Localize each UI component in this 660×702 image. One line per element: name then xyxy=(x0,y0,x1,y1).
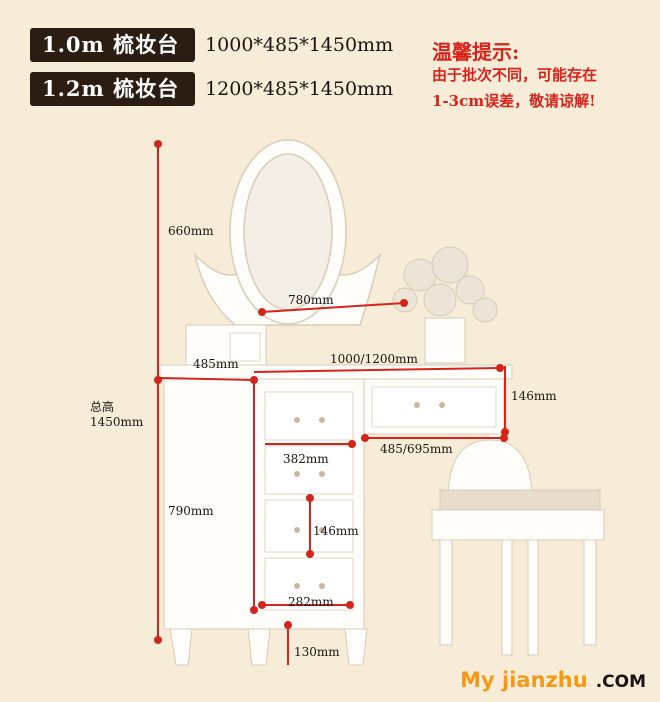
body-height-label: 790mm xyxy=(168,504,214,518)
spec-row-1: 1.0m 梳妆台 1000*485*1450mm xyxy=(30,28,393,62)
leg-height-label: 130mm xyxy=(294,645,340,659)
spec-dims-1: 1000*485*1450mm xyxy=(205,34,394,56)
oval-mirror xyxy=(193,139,382,326)
tip-title: 温馨提示: xyxy=(432,40,520,64)
top-width-label: 1000/1200mm xyxy=(330,352,418,366)
drawer-inner-width-label: 282mm xyxy=(288,595,334,609)
watermark-suffix: .COM xyxy=(595,672,646,692)
knee-depth-label: 485/695mm xyxy=(380,442,453,456)
site-watermark: My jianzhu .COM xyxy=(460,668,646,692)
total-height-caption: 总高 xyxy=(90,400,115,414)
drawer-knobs xyxy=(294,402,445,589)
spec-badge-1: 1.0m 梳妆台 xyxy=(30,28,196,62)
top-drawer-face xyxy=(371,386,497,428)
spec-dims-2: 1200*485*1450mm xyxy=(205,78,394,100)
tip-line-1: 由于批次不同，可能存在 xyxy=(432,66,598,84)
tip-line-2: 1-3cm误差，敬请谅解! xyxy=(432,92,596,110)
stool xyxy=(431,439,605,656)
spec-row-2: 1.2m 梳妆台 1200*485*1450mm xyxy=(30,72,393,106)
drawer-height-label: 146mm xyxy=(313,524,359,538)
watermark-main: My jianzhu xyxy=(460,668,588,692)
side-box-drawer xyxy=(229,332,261,362)
mirror-height-label: 660mm xyxy=(168,224,214,238)
total-height-label: 1450mm xyxy=(90,415,144,429)
side-depth-label: 485mm xyxy=(193,357,239,371)
drawer-width-label: 382mm xyxy=(283,452,329,466)
top-drawer-height-label: 146mm xyxy=(511,389,557,403)
flower-arrangement xyxy=(392,246,498,364)
dimension-lines xyxy=(154,140,509,665)
mirror-width-label: 780mm xyxy=(288,293,334,307)
spec-badge-2: 1.2m 梳妆台 xyxy=(30,72,196,106)
